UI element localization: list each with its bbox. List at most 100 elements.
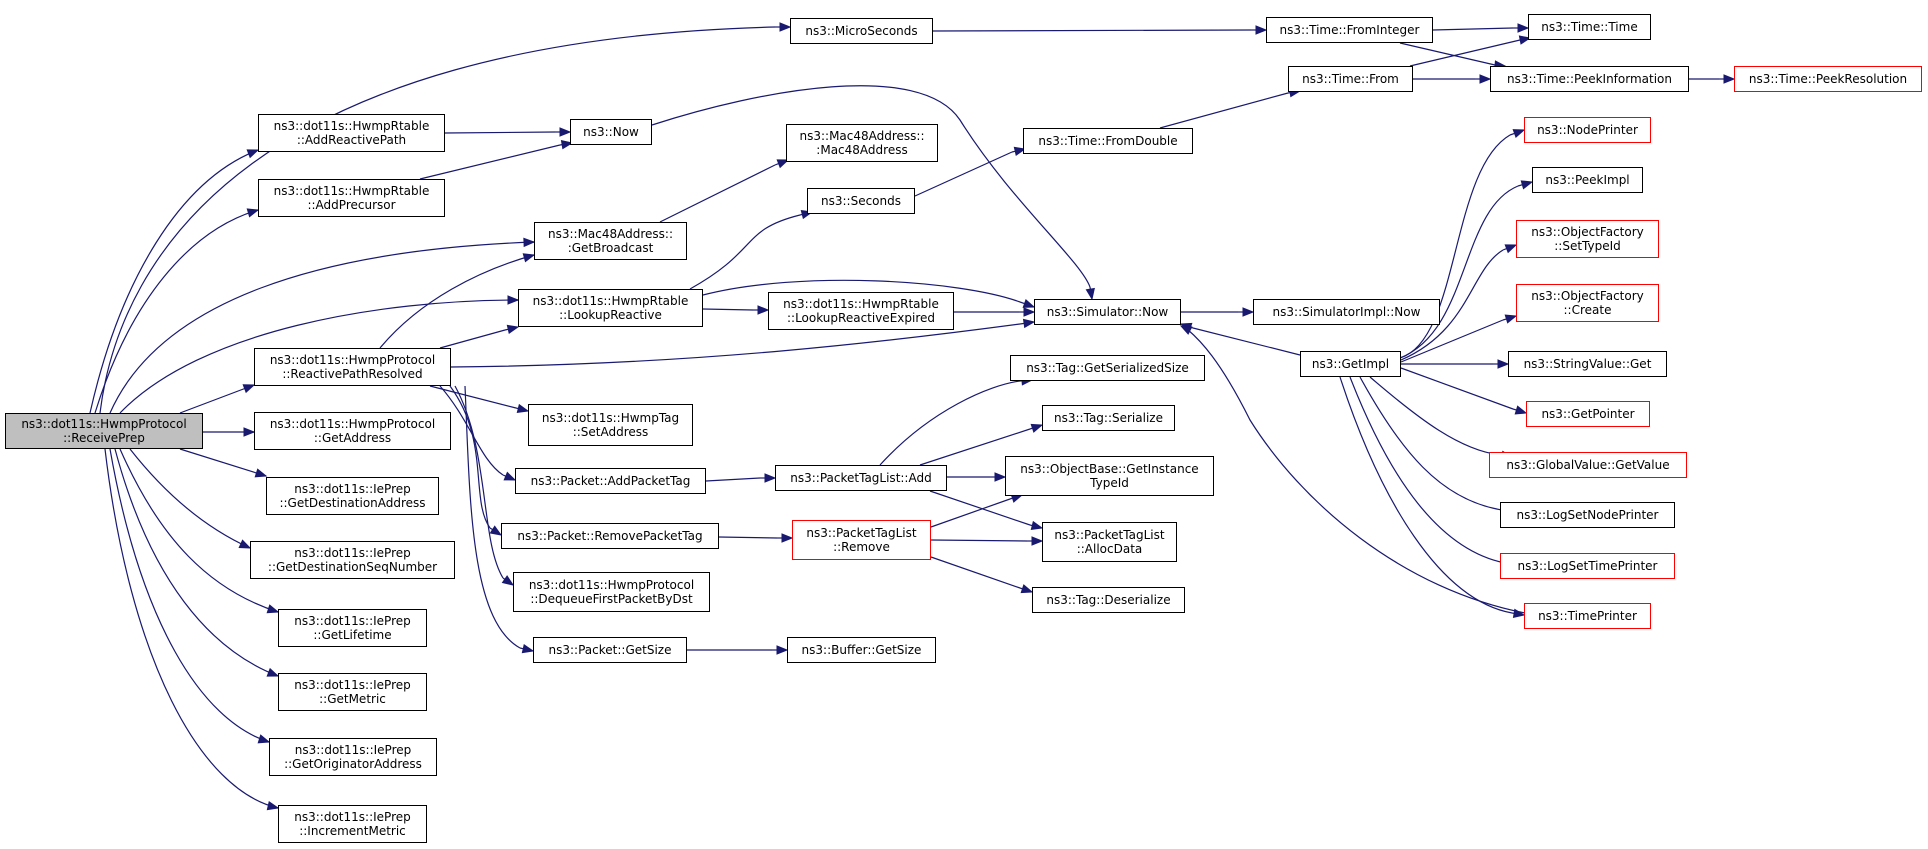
node-objectbase-getinstancetypeid-line2: TypeId [1090, 476, 1129, 490]
edge-lookupreactive-simulatornow-arrowhead [1022, 299, 1036, 308]
node-reactivepathresolved-line2: ::ReactivePathResolved [282, 367, 423, 381]
node-stringvalue-get[interactable]: ns3::StringValue::Get [1508, 351, 1667, 377]
node-getimpl-line1: ns3::GetImpl [1311, 357, 1390, 371]
node-simulatorimpl-now-line1: ns3::SimulatorImpl::Now [1272, 305, 1421, 319]
node-globalvalue-getvalue[interactable]: ns3::GlobalValue::GetValue [1489, 452, 1687, 478]
edge-receiveprep-incrementmetric [104, 448, 279, 809]
node-getoriginatoraddress[interactable]: ns3::dot11s::IePrep::GetOriginatorAddres… [269, 738, 437, 776]
node-getlifetime-line2: ::GetLifetime [313, 628, 392, 642]
node-packettaglist-allocdata[interactable]: ns3::PacketTagList::AllocData [1042, 522, 1177, 562]
edge-receiveprep-getdestinationaddress-arrowhead [254, 468, 268, 478]
node-globalvalue-getvalue-line1: ns3::GlobalValue::GetValue [1506, 458, 1670, 472]
edge-now-simulatornow [651, 85, 1091, 288]
edge-lookupreactive-simulatornow [702, 279, 1021, 303]
edge-lookupreactive-lookupreactiveexpired [702, 308, 754, 311]
edge-timeprinter-simulatornow-arrowhead [1179, 325, 1193, 335]
node-tag-deserialize[interactable]: ns3::Tag::Deserialize [1032, 587, 1185, 613]
edge-remove-getinstancetypeid [930, 498, 1011, 528]
node-time-frominteger[interactable]: ns3::Time::FromInteger [1266, 17, 1433, 43]
node-time-peekinformation-line1: ns3::Time::PeekInformation [1506, 72, 1673, 86]
node-time-peekinformation[interactable]: ns3::Time::PeekInformation [1490, 66, 1689, 92]
edge-receiveprep-microseconds [99, 26, 776, 414]
node-packettaglist-remove[interactable]: ns3::PacketTagList::Remove [792, 520, 931, 560]
node-reactivepathresolved[interactable]: ns3::dot11s::HwmpProtocol::ReactivePathR… [254, 348, 451, 386]
node-logsettimeprinter[interactable]: ns3::LogSetTimePrinter [1500, 553, 1675, 579]
node-timeprinter[interactable]: ns3::TimePrinter [1524, 603, 1651, 629]
edge-getimpl-stringvalueget-arrowhead [1497, 359, 1510, 369]
node-addprecursor-line2: ::AddPrecursor [307, 198, 396, 212]
node-time-peekresolution[interactable]: ns3::Time::PeekResolution [1734, 66, 1922, 92]
edge-receiveprep-addreactivepath [89, 149, 259, 414]
edge-receiveprep-getdestinationseqnumber-arrowhead [238, 539, 252, 549]
node-time-time[interactable]: ns3::Time::Time [1528, 14, 1651, 40]
edge-getbroadcast-mac48ctor [659, 164, 776, 223]
edge-removepackettag-remove-arrowhead [781, 533, 794, 543]
node-time-peekresolution-line1: ns3::Time::PeekResolution [1748, 72, 1908, 86]
node-getmetric[interactable]: ns3::dot11s::IePrep::GetMetric [278, 673, 427, 711]
node-simulator-now[interactable]: ns3::Simulator::Now [1034, 299, 1181, 325]
node-addreactivepath[interactable]: ns3::dot11s::HwmpRtable::AddReactivePath [258, 114, 445, 152]
edge-receiveprep-getmetric-arrowhead [266, 667, 280, 677]
node-getaddress[interactable]: ns3::dot11s::HwmpProtocol::GetAddress [254, 412, 451, 450]
node-nodeprinter[interactable]: ns3::NodePrinter [1524, 117, 1651, 143]
node-packettaglist-add[interactable]: ns3::PacketTagList::Add [775, 465, 947, 491]
node-incrementmetric[interactable]: ns3::dot11s::IePrep::IncrementMetric [278, 805, 427, 843]
node-buffer-getsize[interactable]: ns3::Buffer::GetSize [787, 637, 936, 663]
edge-getimpl-nodeprinter-arrowhead [1512, 129, 1526, 138]
edge-getimpl-getpointer [1400, 367, 1514, 410]
node-getpointer[interactable]: ns3::GetPointer [1526, 401, 1650, 427]
node-addpackettag[interactable]: ns3::Packet::AddPacketTag [515, 468, 706, 494]
node-getlifetime[interactable]: ns3::dot11s::IePrep::GetLifetime [278, 609, 427, 647]
node-dequeuefirstpacketbydst[interactable]: ns3::dot11s::HwmpProtocol::DequeueFirstP… [513, 572, 710, 612]
edge-reactivepathresolved-lookupreactive [439, 329, 506, 349]
edge-getimpl-getpointer-arrowhead [1514, 405, 1528, 415]
edge-getimpl-timeprinter [1339, 376, 1513, 614]
node-nodeprinter-line1: ns3::NodePrinter [1537, 123, 1638, 137]
node-getdestinationseqnumber[interactable]: ns3::dot11s::IePrep::GetDestinationSeqNu… [250, 541, 455, 579]
edge-add-allocdata [929, 490, 1031, 526]
node-logsetnodeprinter[interactable]: ns3::LogSetNodePrinter [1500, 502, 1675, 528]
edge-addpackettag-add [705, 477, 761, 482]
edge-receiveprep-getmetric [114, 448, 279, 677]
node-getdestinationaddress-line1: ns3::dot11s::IePrep [294, 482, 411, 496]
node-microseconds[interactable]: ns3::MicroSeconds [790, 18, 933, 44]
call-graph-edges [89, 22, 1736, 811]
node-mac48address-ctor-line2: :Mac48Address [816, 143, 908, 157]
node-objectfactory-settypeid[interactable]: ns3::ObjectFactory::SetTypeId [1516, 220, 1659, 258]
node-objectfactory-create[interactable]: ns3::ObjectFactory::Create [1516, 284, 1659, 322]
edge-timefrom-timetime [1409, 39, 1521, 67]
node-getdestinationaddress-line2: ::GetDestinationAddress [279, 496, 426, 510]
node-seconds[interactable]: ns3::Seconds [807, 188, 915, 214]
node-peekimpl[interactable]: ns3::PeekImpl [1532, 167, 1643, 193]
edge-frominteger-peekinformation [1399, 42, 1496, 66]
edge-timefrom-peekinformation-arrowhead [1479, 74, 1492, 84]
node-packettaglist-remove-line1: ns3::PacketTagList [806, 526, 917, 540]
node-peekimpl-line1: ns3::PeekImpl [1545, 173, 1630, 187]
node-logsetnodeprinter-line1: ns3::LogSetNodePrinter [1516, 508, 1659, 522]
edge-lookupreactive-lookupreactiveexpired-arrowhead [757, 305, 770, 315]
node-removepackettag[interactable]: ns3::Packet::RemovePacketTag [501, 523, 719, 549]
edge-reactivepathresolved-packetgetsize-arrowhead [521, 644, 535, 654]
node-simulatorimpl-now[interactable]: ns3::SimulatorImpl::Now [1253, 299, 1440, 325]
node-packet-getsize[interactable]: ns3::Packet::GetSize [533, 637, 687, 663]
node-now[interactable]: ns3::Now [570, 119, 652, 145]
node-getbroadcast[interactable]: ns3::Mac48Address:::GetBroadcast [534, 222, 687, 260]
node-time-fromdouble[interactable]: ns3::Time::FromDouble [1023, 128, 1193, 154]
edge-receiveprep-getbroadcast [109, 241, 535, 414]
node-lookupreactive[interactable]: ns3::dot11s::HwmpRtable::LookupReactive [518, 289, 703, 327]
node-mac48address-ctor[interactable]: ns3::Mac48Address:::Mac48Address [786, 124, 938, 162]
node-addreactivepath-line2: ::AddReactivePath [296, 133, 407, 147]
node-hwmptag-setaddress[interactable]: ns3::dot11s::HwmpTag::SetAddress [528, 404, 693, 446]
node-getdestinationaddress[interactable]: ns3::dot11s::IePrep::GetDestinationAddre… [266, 477, 439, 515]
node-addprecursor[interactable]: ns3::dot11s::HwmpRtable::AddPrecursor [258, 179, 445, 217]
edge-reactivepathresolved-getbroadcast [379, 254, 535, 349]
node-getimpl[interactable]: ns3::GetImpl [1300, 351, 1401, 377]
node-packettaglist-allocdata-line2: ::AllocData [1076, 542, 1143, 556]
node-lookupreactiveexpired[interactable]: ns3::dot11s::HwmpRtable::LookupReactiveE… [768, 292, 954, 330]
node-time-from[interactable]: ns3::Time::From [1288, 66, 1413, 92]
node-buffer-getsize-line1: ns3::Buffer::GetSize [801, 643, 922, 657]
node-tag-getserializedsize[interactable]: ns3::Tag::GetSerializedSize [1010, 355, 1205, 381]
node-time-fromdouble-line1: ns3::Time::FromDouble [1038, 134, 1178, 148]
node-tag-serialize[interactable]: ns3::Tag::Serialize [1042, 405, 1175, 431]
